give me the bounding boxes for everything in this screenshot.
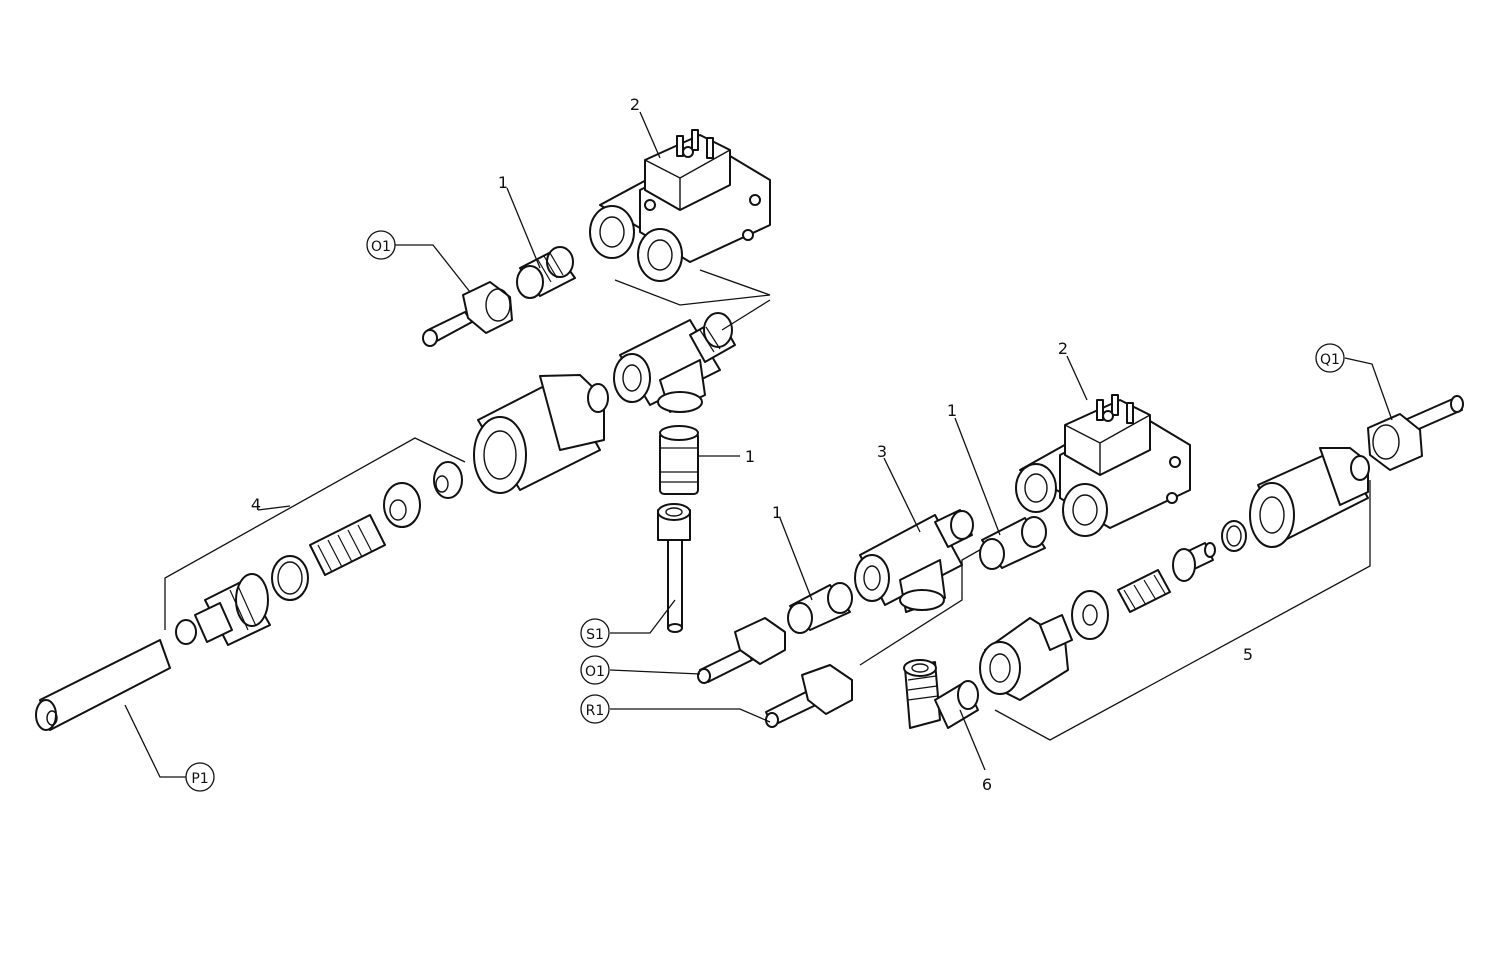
nut-o1-center xyxy=(697,617,786,684)
washer-right xyxy=(1071,590,1109,640)
flow-sensor-top xyxy=(589,129,771,282)
tube-p1 xyxy=(35,639,171,731)
spring-left xyxy=(309,514,386,576)
adapter-fitting-top xyxy=(516,246,576,299)
svg-text:Q1: Q1 xyxy=(1320,352,1340,368)
callout-1-center-nipple: 1 xyxy=(745,447,755,466)
valve-housing-right xyxy=(1249,447,1370,548)
valve-housing-left xyxy=(473,374,609,494)
nut-r1 xyxy=(765,664,853,728)
callout-2-top: 2 xyxy=(630,95,640,114)
callout-6: 6 xyxy=(982,775,992,794)
adapter-fitting-center xyxy=(787,582,853,634)
bracket-5 xyxy=(994,480,1371,741)
svg-text:O1: O1 xyxy=(585,664,605,680)
callout-2-right: 2 xyxy=(1058,339,1068,358)
elbow-fitting-6 xyxy=(903,659,979,729)
callout-o1-center: O1 xyxy=(580,655,610,685)
svg-text:2: 2 xyxy=(630,95,640,114)
spring-seat-left xyxy=(383,461,463,528)
svg-text:3: 3 xyxy=(877,442,887,461)
bracket-4 xyxy=(164,437,466,630)
nipple-fitting-center xyxy=(659,425,699,495)
svg-text:O1: O1 xyxy=(371,239,391,255)
valve-body-right xyxy=(979,614,1073,701)
sensor-dashed-guide-top xyxy=(614,269,771,306)
callout-q1: Q1 xyxy=(1315,343,1345,373)
spring-right xyxy=(1117,569,1171,613)
svg-text:1: 1 xyxy=(498,173,508,192)
o-ring-right xyxy=(1221,520,1247,552)
callout-5: 5 xyxy=(1243,645,1253,664)
svg-text:P1: P1 xyxy=(191,771,208,787)
valve-body-left xyxy=(175,573,271,646)
svg-text:1: 1 xyxy=(772,503,782,522)
tube-s1 xyxy=(657,503,691,633)
svg-text:5: 5 xyxy=(1243,645,1253,664)
svg-text:1: 1 xyxy=(745,447,755,466)
leader-lines xyxy=(124,111,1393,778)
tee-fitting-3 xyxy=(854,509,974,613)
tee-dashed-guide xyxy=(721,299,771,331)
flow-sensor-right xyxy=(1015,394,1191,537)
svg-text:6: 6 xyxy=(982,775,992,794)
callout-3: 3 xyxy=(877,442,887,461)
svg-text:1: 1 xyxy=(947,401,957,420)
adapter-fitting-right xyxy=(979,516,1047,570)
callout-1-right: 1 xyxy=(947,401,957,420)
svg-text:R1: R1 xyxy=(586,703,605,719)
callout-r1: R1 xyxy=(580,694,610,724)
callout-1-center-adapter: 1 xyxy=(772,503,782,522)
tee-fitting-top xyxy=(613,312,736,413)
svg-text:S1: S1 xyxy=(586,627,604,643)
valve-poppet-right xyxy=(1172,542,1216,582)
nut-q1 xyxy=(1367,395,1464,471)
svg-text:2: 2 xyxy=(1058,339,1068,358)
nut-o1-top xyxy=(422,281,513,347)
callout-1-top: 1 xyxy=(498,173,508,192)
callout-p1: P1 xyxy=(185,762,215,792)
o-ring-left xyxy=(271,555,309,601)
callout-s1: S1 xyxy=(580,618,610,648)
callout-o1-top: O1 xyxy=(366,230,396,260)
svg-text:4: 4 xyxy=(251,495,261,514)
callout-4: 4 xyxy=(251,495,261,514)
